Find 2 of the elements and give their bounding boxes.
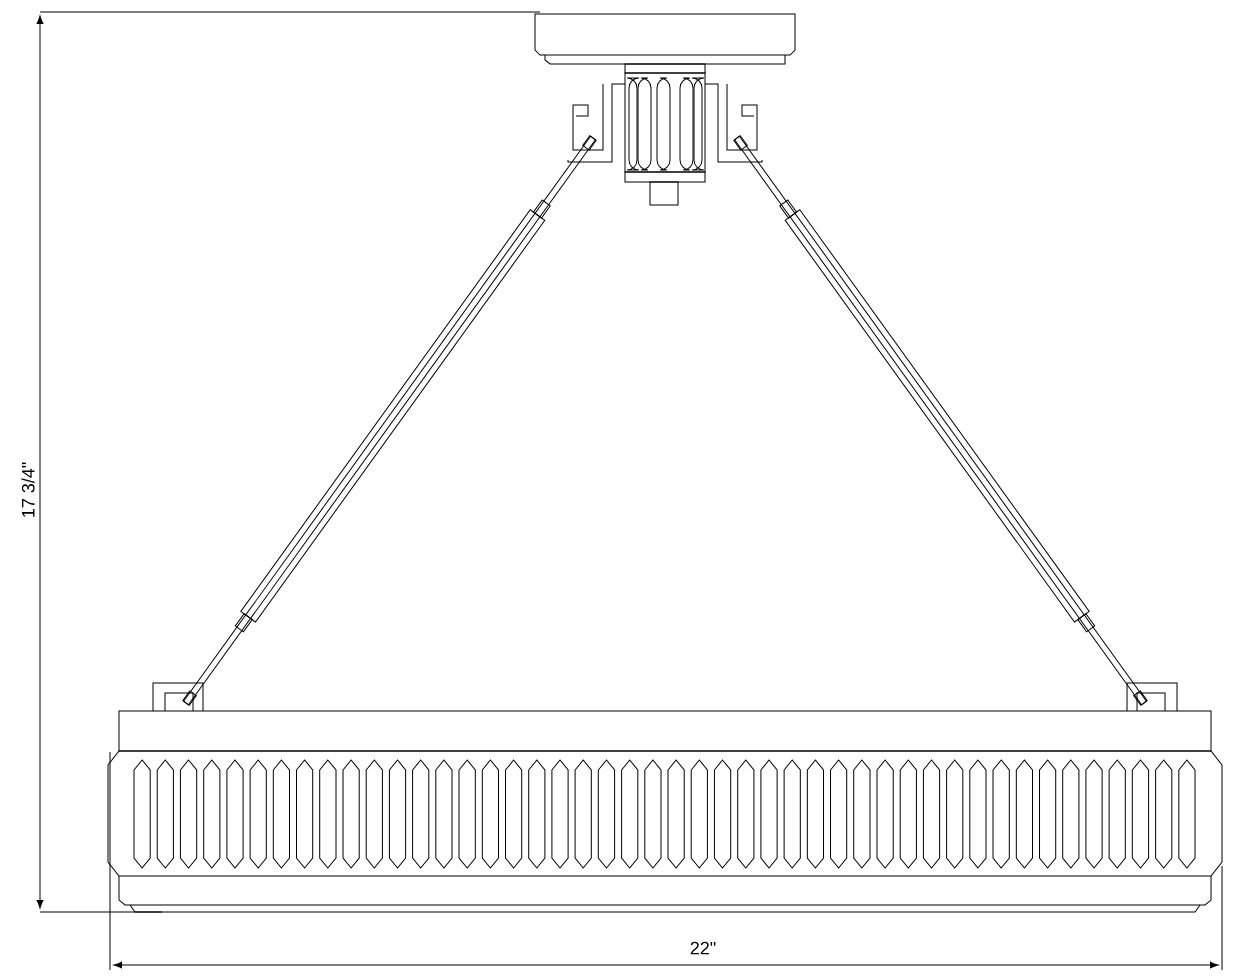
dimension-label: 17 3/4": [21, 462, 35, 517]
dimension-label: 22": [690, 941, 716, 955]
